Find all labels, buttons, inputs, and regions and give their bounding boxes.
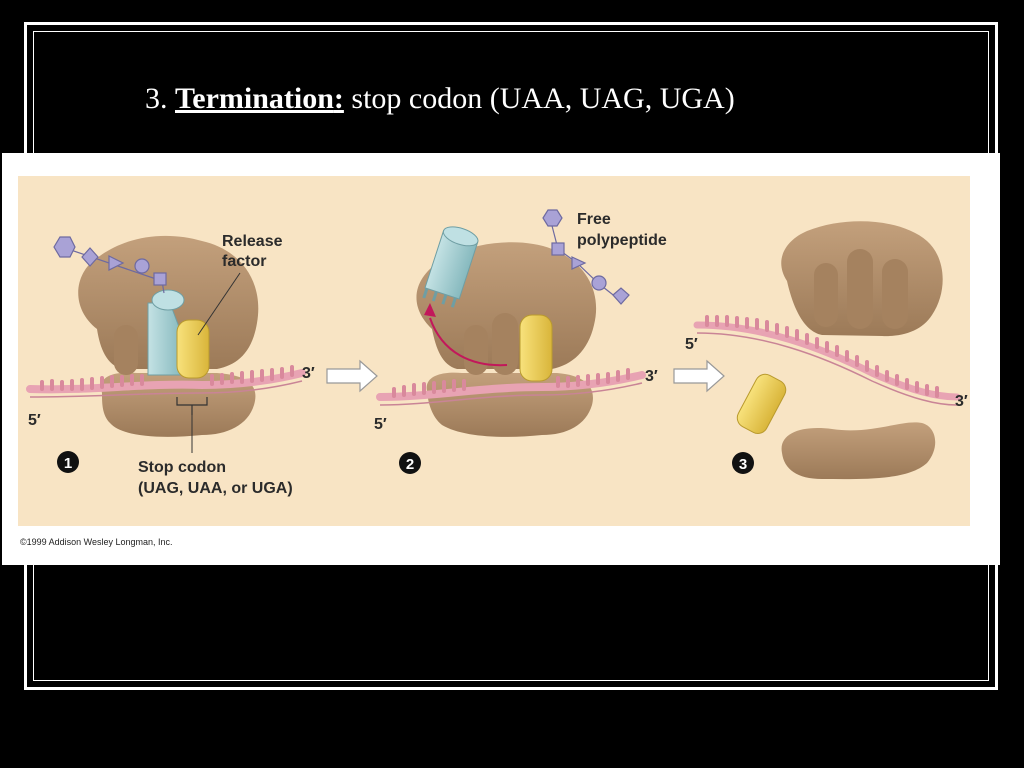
step3-ribosome-groove-3 — [882, 259, 908, 329]
step3-ribosome-groove-2 — [847, 249, 873, 329]
step1-ribosome-groove — [114, 325, 138, 375]
step2-mrna — [376, 371, 646, 401]
step1-trna-top — [151, 289, 185, 311]
step1-to-step2-arrow — [326, 359, 378, 393]
step2-exit-arrow — [429, 317, 508, 367]
step2-exit-arrowhead — [424, 303, 436, 317]
step1-mrna-edge — [29, 380, 303, 398]
step2-ribosome-groove-2 — [492, 313, 518, 375]
step1-stop-codon-brace — [176, 397, 208, 415]
title-keyword: Termination — [175, 82, 334, 115]
step1-three-prime-label: 3′ — [302, 365, 315, 382]
free-polypeptide-label-line2: polypeptide — [577, 232, 667, 249]
step2-mrna-bases — [392, 368, 630, 398]
step2-free-polypeptide — [542, 209, 630, 305]
step1-mrna — [26, 369, 306, 394]
step2-departing-trna — [422, 226, 479, 308]
release-factor-label-line2: factor — [222, 253, 266, 270]
step1-marker-number: 1 — [64, 455, 72, 472]
title-rest: stop codon (UAA, UAG, UGA) — [343, 82, 735, 115]
step2-marker-number: 2 — [406, 456, 414, 473]
step2-three-prime-label: 3′ — [645, 368, 658, 385]
title-number: 3. — [145, 82, 168, 115]
title-colon: : — [333, 82, 344, 115]
free-polypeptide-label-line1: Free — [577, 211, 611, 228]
step3-marker — [732, 452, 754, 474]
step1-release-factor-leader — [197, 272, 241, 336]
step3-five-prime-label: 5′ — [685, 336, 698, 353]
stop-codon-label-line1: Stop codon — [138, 459, 226, 476]
step1-polypeptide — [53, 236, 167, 294]
step3-mrna-bases — [705, 315, 939, 398]
step3-marker-number: 3 — [739, 456, 747, 473]
step2-five-prime-label: 5′ — [374, 416, 387, 433]
step1-five-prime-label: 5′ — [28, 412, 41, 429]
step3-ribosome-groove-1 — [814, 263, 838, 327]
slide-title: 3. Termination: stop codon (UAA, UAG, UG… — [145, 82, 735, 116]
termination-figure: Release factor 3′ 5′ Stop codon (UAG, UA… — [2, 153, 1000, 565]
step2-ribosome-groove-1 — [464, 325, 488, 375]
step2-release-factor — [519, 314, 553, 382]
step2-marker — [399, 452, 421, 474]
step3-release-factor — [736, 373, 787, 434]
step1-mrna-bases — [40, 365, 294, 391]
step2-group: Free polypeptide 3′ 5′ 2 — [374, 209, 667, 474]
step3-ribosome-small-subunit — [781, 422, 936, 480]
step3-mrna-edge — [696, 332, 958, 406]
release-factor-label-line1: Release — [222, 233, 283, 250]
step1-group: Release factor 3′ 5′ Stop codon (UAG, UA… — [26, 233, 315, 497]
step2-to-step3-arrow — [673, 359, 725, 393]
step1-release-factor — [176, 319, 210, 379]
termination-diagram: Release factor 3′ 5′ Stop codon (UAG, UA… — [18, 176, 970, 547]
copyright-text: ©1999 Addison Wesley Longman, Inc. — [20, 537, 173, 547]
step2-mrna-edge — [379, 382, 643, 406]
step3-three-prime-label: 3′ — [955, 393, 968, 410]
step3-group: 5′ 3′ 3 — [685, 221, 968, 480]
stop-codon-label-line2: (UAG, UAA, or UGA) — [138, 480, 293, 497]
step1-marker — [57, 451, 79, 473]
step3-mrna — [693, 321, 961, 401]
